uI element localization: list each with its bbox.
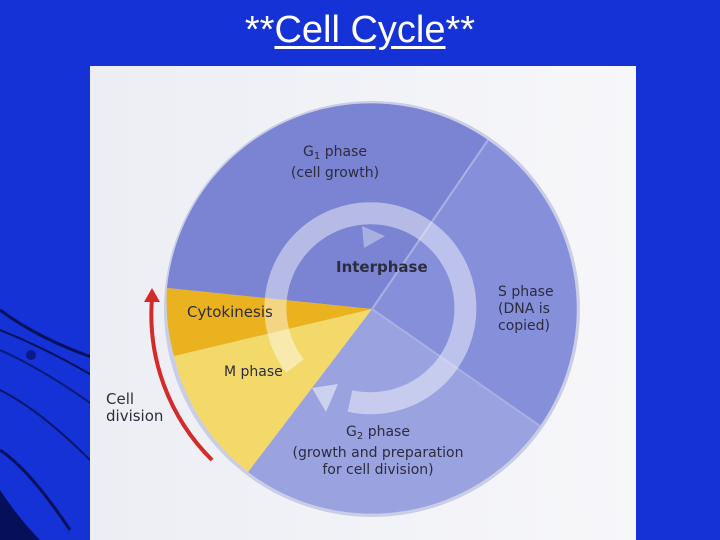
cell-division-arrowhead bbox=[144, 288, 160, 302]
cytokinesis-sector bbox=[166, 288, 372, 356]
cycle-arrowhead-top bbox=[362, 226, 385, 248]
cell-cycle-diagram bbox=[90, 66, 636, 540]
title-suffix: ** bbox=[445, 9, 476, 51]
g2-phase-name: G2 phase bbox=[346, 424, 410, 442]
s-phase-sector bbox=[372, 140, 577, 426]
s-phase-line3: copied) bbox=[498, 318, 551, 334]
separator-g1-s bbox=[371, 139, 489, 310]
interphase-label: Interphase bbox=[336, 258, 428, 276]
interphase-cycle-arrow bbox=[264, 202, 477, 415]
g2-phase-detail1: (growth and preparation bbox=[292, 445, 464, 461]
cell-division-line1: Cell bbox=[106, 390, 135, 408]
slide-title: **Cell Cycle** bbox=[0, 8, 720, 52]
g2-sector bbox=[248, 309, 540, 514]
s-phase-label: S phase (DNA is copied) bbox=[498, 284, 554, 335]
cell-division-arrow bbox=[149, 297, 214, 462]
bullet-dot bbox=[26, 350, 36, 360]
title-prefix: ** bbox=[244, 9, 275, 51]
separator-s-g2 bbox=[371, 308, 541, 427]
cytokinesis-label: Cytokinesis bbox=[187, 303, 273, 321]
g1-phase-label: G1 phase (cell growth) bbox=[280, 144, 390, 182]
decorative-swoosh bbox=[0, 308, 100, 540]
cell-cycle-figure: G1 phase (cell growth) Interphase S phas… bbox=[90, 66, 636, 540]
m-phase-label: M phase bbox=[224, 364, 283, 380]
g1-phase-name: G1 phase bbox=[303, 144, 367, 162]
g2-phase-label: G2 phase (growth and preparation for cel… bbox=[280, 424, 476, 479]
g1-phase-detail: (cell growth) bbox=[290, 165, 380, 181]
cycle-arrowhead bbox=[312, 384, 338, 412]
m-phase-sector bbox=[174, 309, 372, 472]
title-text: Cell Cycle bbox=[274, 9, 446, 51]
g2-phase-detail2: for cell division) bbox=[322, 462, 434, 478]
cell-division-label: Cell division bbox=[106, 391, 163, 425]
cell-division-line2: division bbox=[106, 407, 164, 425]
s-phase-line2: (DNA is bbox=[498, 301, 550, 317]
g1-sector bbox=[167, 103, 488, 309]
s-phase-line1: S phase bbox=[498, 284, 554, 300]
